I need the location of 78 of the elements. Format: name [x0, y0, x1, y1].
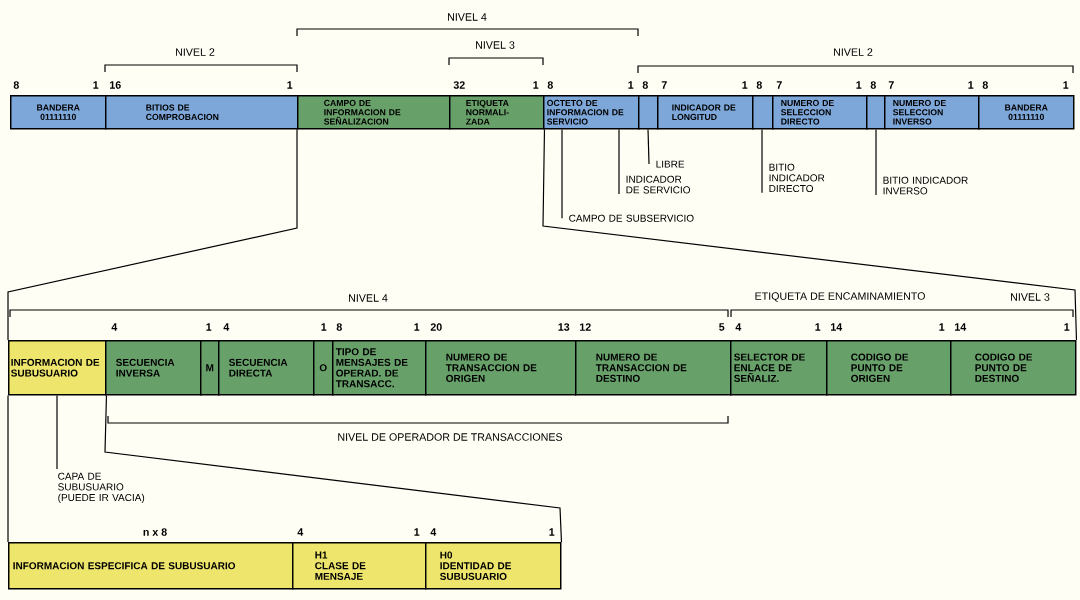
bit-number: 5	[719, 323, 725, 331]
expansion-line	[542, 128, 1078, 341]
bit-number: 7	[776, 81, 782, 89]
bit-number: 4	[297, 528, 304, 536]
bit-number: 32	[453, 81, 465, 89]
level-label: NIVEL 4	[349, 294, 388, 302]
bit-number: 4	[430, 528, 437, 536]
field-box: CODIGO DE PUNTO DE DESTINO	[950, 340, 1077, 396]
bit-number: 1	[549, 528, 555, 536]
bit-number: 1	[321, 323, 327, 331]
field-box: H1 CLASE DE MENSAJE	[292, 542, 427, 590]
level-label: NIVEL 3	[1011, 293, 1050, 301]
callout-text: CAMPO DE SUBSERVICIO	[569, 214, 694, 222]
bit-number: 7	[888, 81, 894, 89]
bit-number: 1	[1064, 323, 1070, 331]
bit-number: 1	[856, 81, 862, 89]
bit-number: 20	[430, 323, 442, 331]
bit-number: 1	[287, 81, 293, 89]
bit-number: 8	[642, 81, 648, 89]
field-box: NUMERO DE TRANSACCION DE DESTINO	[575, 340, 732, 396]
level-label: ETIQUETA DE ENCAMINAMIENTO	[755, 292, 925, 302]
leader-line	[875, 128, 877, 196]
leader-line	[561, 128, 563, 219]
bit-number: 8	[870, 81, 876, 89]
bit-number: 8	[982, 81, 988, 89]
leader-line	[618, 128, 620, 195]
bit-number: 1	[939, 323, 945, 331]
field-box	[866, 95, 886, 130]
field-box	[752, 95, 774, 130]
bit-number: 1	[206, 323, 212, 331]
bit-number: 1	[628, 81, 634, 89]
callout-text: BITIO INDICADOR INVERSO	[883, 176, 968, 195]
bit-number: 8	[336, 323, 342, 331]
field-box: BANDERA 01111110	[978, 95, 1075, 130]
callout-text: CAPA DE SUBUSUARIO (PUEDE IR VACIA)	[58, 472, 145, 504]
bit-number: 4	[111, 323, 118, 331]
expansion-line	[7, 394, 9, 543]
bit-number: 7	[661, 81, 667, 89]
bit-number: 12	[580, 323, 591, 331]
bit-number: 14	[831, 323, 843, 331]
bit-number: 8	[756, 81, 762, 89]
field-box	[638, 95, 659, 130]
bit-number: 1	[533, 81, 539, 89]
leader-line	[56, 394, 58, 470]
bit-number: 4	[735, 323, 742, 331]
bit-number: 13	[558, 323, 570, 331]
expansion-line	[104, 394, 563, 543]
field-box: M	[200, 340, 220, 396]
bit-number: 1	[815, 323, 821, 331]
bit-number: 4	[223, 323, 230, 331]
bit-number: 1	[414, 323, 420, 331]
level-label: NIVEL 2	[176, 48, 215, 56]
bit-number: 1	[93, 81, 99, 89]
field-box: BANDERA 01111110	[10, 95, 107, 130]
leader-line	[761, 128, 763, 194]
level-label: NIVEL 4	[448, 13, 487, 21]
field-box: INFORMACION DE SUBUSUARIO	[8, 340, 107, 396]
level-label: NIVEL 3	[476, 41, 515, 49]
bit-number: 8	[547, 81, 553, 89]
field-box: SELECTOR DE ENLACE DE SEÑALIZ.	[730, 340, 828, 396]
expansion-line	[7, 128, 298, 341]
field-box: O	[313, 340, 334, 396]
level-label: NIVEL DE OPERADOR DE TRANSACCIONES	[338, 433, 563, 441]
field-box: CAMPO DE INFORMACION DE SEÑALIZACION	[297, 95, 451, 130]
bit-number: 1	[414, 528, 420, 536]
leader-line	[647, 128, 650, 165]
bit-number: 1	[742, 81, 748, 89]
field-box: NUMERO DE TRANSACCION DE ORIGEN	[425, 340, 577, 396]
field-box: CODIGO DE PUNTO DE ORIGEN	[826, 340, 952, 396]
bit-number: 16	[110, 81, 121, 89]
callout-text: LIBRE	[656, 160, 685, 168]
callout-text: BITIO INDICADOR DIRECTO	[769, 163, 825, 193]
level-label: NIVEL 2	[834, 48, 873, 56]
bit-number: 1	[968, 81, 974, 89]
callout-text: INDICADOR DE SERVICIO	[626, 175, 691, 194]
field-box: ETIQUETA NORMALI- ZADA	[449, 95, 545, 130]
field-box: H0 IDENTIDAD DE SUBUSUARIO	[425, 542, 562, 590]
bit-number: 14	[955, 323, 967, 331]
